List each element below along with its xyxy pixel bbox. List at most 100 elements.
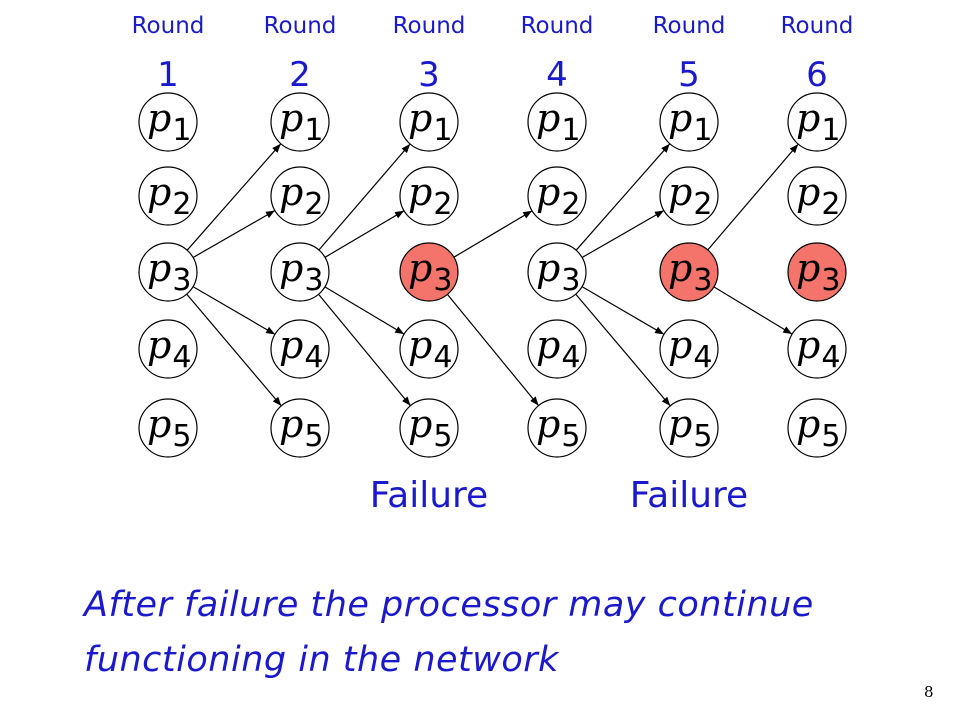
node-round-3-p2: p2 (399, 166, 459, 226)
node-round-3-p5: p5 (399, 398, 459, 458)
node-round-2-p3: p3 (270, 242, 330, 302)
round-6-number: 6 (806, 55, 828, 95)
node-circle (527, 92, 587, 152)
node-label: p5 (796, 402, 840, 454)
node-circle (787, 319, 847, 379)
node-label: p1 (668, 96, 712, 148)
message-arrow-r5-p3-to-r6-p1 (707, 143, 799, 251)
node-round-5-p1: p1 (659, 92, 719, 152)
node-circle (138, 92, 198, 152)
node-circle (270, 319, 330, 379)
message-arrow-r1-p3-to-r2-p1 (186, 143, 282, 251)
node-round-6-p2: p2 (787, 166, 847, 226)
message-arrow-r1-p3-to-r2-p2 (192, 209, 276, 259)
node-circle (527, 319, 587, 379)
node-circle (659, 398, 719, 458)
node-label: p2 (279, 170, 323, 222)
node-label: p2 (668, 170, 712, 222)
message-arrows (186, 143, 799, 407)
node-label: p4 (408, 323, 452, 375)
node-circle (787, 242, 847, 302)
caption-line-2: functioning in the network (84, 640, 559, 680)
node-label: p1 (147, 96, 191, 148)
node-round-1-p4: p4 (138, 319, 198, 379)
message-arrow-r4-p3-to-r5-p5 (575, 293, 671, 407)
node-round-1-p2: p2 (138, 166, 198, 226)
node-circle (399, 398, 459, 458)
node-circle (659, 319, 719, 379)
node-label: p5 (668, 402, 712, 454)
node-label: p2 (796, 170, 840, 222)
round-1-number: 1 (157, 55, 179, 95)
round-2-label: Round (264, 13, 337, 39)
node-round-5-p4: p4 (659, 319, 719, 379)
node-circle (138, 166, 198, 226)
node-label: p2 (536, 170, 580, 222)
node-label: p3 (147, 246, 191, 298)
node-label: p3 (796, 246, 840, 298)
node-label: p3 (279, 246, 323, 298)
message-arrow-r4-p3-to-r5-p4 (581, 286, 665, 335)
node-label: p2 (408, 170, 452, 222)
node-round-2-p4: p4 (270, 319, 330, 379)
node-circle (138, 398, 198, 458)
node-round-2-p5: p5 (270, 398, 330, 458)
node-circle (527, 166, 587, 226)
node-round-5-p2: p2 (659, 166, 719, 226)
failure-labels: Failure Failure (370, 475, 748, 516)
node-label: p3 (408, 246, 452, 298)
node-circle (399, 166, 459, 226)
message-arrow-r2-p3-to-r3-p2 (324, 210, 405, 258)
node-round-4-p5: p5 (527, 398, 587, 458)
round-4-number: 4 (546, 55, 568, 95)
node-round-4-p3: p3 (527, 242, 587, 302)
node-circle (527, 242, 587, 302)
node-circle (787, 398, 847, 458)
message-arrow-r4-p3-to-r5-p2 (581, 209, 665, 259)
node-round-2-p2: p2 (270, 166, 330, 226)
node-label: p5 (536, 402, 580, 454)
node-circle (399, 92, 459, 152)
processor-nodes: p1 p2 p3 p4 p5 p1 p2 p3 p4 p5 p1 p2 p3 p4 p5 p1 p2 p3 p4 p5… (138, 92, 847, 458)
caption: After failure the processor may continue… (84, 578, 944, 688)
node-label: p5 (279, 402, 323, 454)
message-arrow-r3-p3-to-r4-p2 (453, 210, 533, 258)
node-label: p3 (668, 246, 712, 298)
node-round-1-p3: p3 (138, 242, 198, 302)
node-label: p4 (668, 323, 712, 375)
node-round-3-p4: p4 (399, 319, 459, 379)
node-round-6-p5: p5 (787, 398, 847, 458)
node-circle (270, 242, 330, 302)
round-5-label: Round (653, 13, 726, 39)
round-3-label: Round (393, 13, 466, 39)
failure-label-round-3: Failure (370, 475, 488, 516)
failure-label-round-5: Failure (630, 475, 748, 516)
node-label: p4 (536, 323, 580, 375)
node-round-4-p2: p2 (527, 166, 587, 226)
node-circle (138, 242, 198, 302)
message-arrow-r2-p3-to-r3-p5 (318, 293, 411, 407)
node-circle (787, 92, 847, 152)
node-label: p4 (796, 323, 840, 375)
node-circle (527, 398, 587, 458)
node-round-3-p3-failed: p3 (399, 242, 459, 302)
node-circle (270, 398, 330, 458)
node-round-4-p1: p1 (527, 92, 587, 152)
node-round-3-p1: p1 (399, 92, 459, 152)
node-round-5-p3-failed: p3 (659, 242, 719, 302)
node-circle (138, 319, 198, 379)
node-label: p1 (536, 96, 580, 148)
message-arrow-r2-p3-to-r3-p1 (318, 143, 411, 251)
node-label: p2 (147, 170, 191, 222)
node-circle (399, 242, 459, 302)
page-number: 8 (924, 683, 934, 701)
node-round-5-p5: p5 (659, 398, 719, 458)
node-circle (659, 92, 719, 152)
message-arrow-r3-p3-to-r4-p5 (446, 294, 540, 406)
node-label: p5 (147, 402, 191, 454)
message-arrow-r1-p3-to-r2-p4 (192, 286, 276, 335)
node-label: p1 (279, 96, 323, 148)
node-round-1-p5: p5 (138, 398, 198, 458)
node-circle (270, 166, 330, 226)
